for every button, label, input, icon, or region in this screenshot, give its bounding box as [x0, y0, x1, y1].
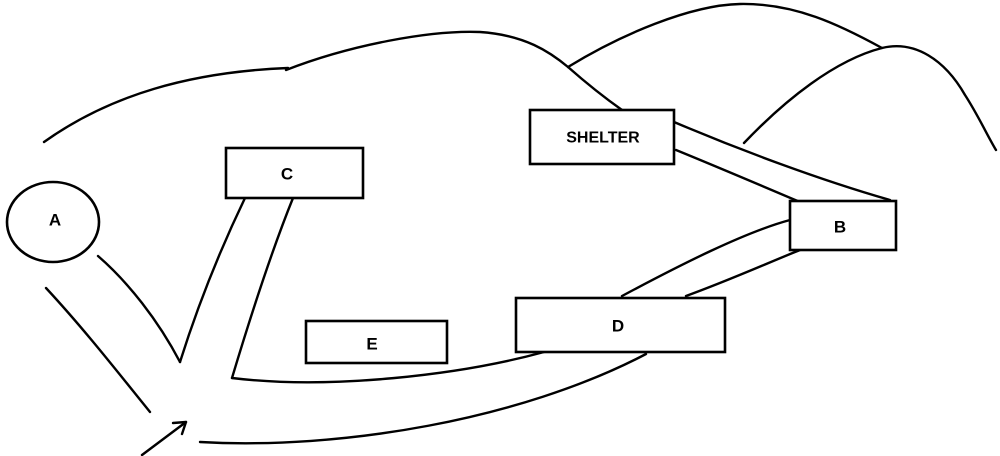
node-b-box	[788, 199, 898, 252]
hill-inner-ridge	[742, 46, 884, 145]
road-d-b-left-edge	[620, 218, 792, 298]
hill-right-ridge	[566, 2, 998, 152]
node-e-label: E	[366, 335, 377, 354]
road-c-right-edge	[230, 196, 295, 380]
node-e-box	[304, 319, 449, 365]
node-d: D	[514, 296, 727, 354]
node-a: A	[5, 180, 101, 264]
node-shelter-box	[528, 108, 676, 166]
hill-center-ridge	[284, 30, 624, 112]
node-shelter: SHELTER	[528, 108, 676, 166]
node-a-circle	[5, 180, 101, 264]
road-shelter-b-upper-edge	[672, 120, 892, 202]
road-a-upper-edge	[96, 254, 182, 364]
entrance-arrow	[140, 420, 188, 456]
node-a-label: A	[49, 211, 61, 230]
node-d-box	[514, 296, 727, 354]
node-c: C	[224, 146, 365, 200]
node-shelter-label: SHELTER	[566, 130, 640, 147]
hill-outlines	[42, 2, 998, 152]
road-shelter-b-lower-edge	[674, 148, 802, 204]
road-to-d-upper-edge	[230, 350, 546, 384]
node-b: B	[788, 199, 898, 252]
road-a-lower-edge	[44, 286, 152, 414]
entrance-arrow-head	[171, 420, 188, 436]
hill-left-ridge	[42, 66, 290, 144]
entrance-arrow-shaft	[140, 420, 188, 456]
node-c-box	[224, 146, 365, 200]
node-d-label: D	[612, 317, 624, 336]
node-b-label: B	[834, 218, 846, 237]
road-c-left-edge	[178, 196, 247, 364]
road-to-d-lower-edge	[198, 352, 648, 445]
road-network	[44, 120, 892, 445]
node-c-label: C	[281, 165, 293, 184]
node-e: E	[304, 319, 449, 365]
road-d-b-right-edge	[684, 248, 802, 298]
